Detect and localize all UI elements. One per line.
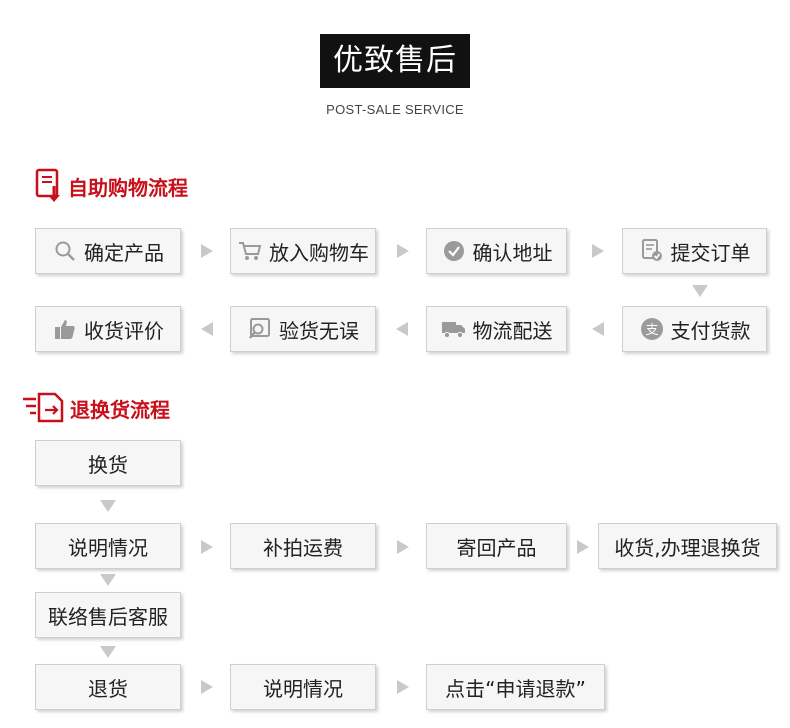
step-label: 确定产品 xyxy=(84,240,164,265)
step-label: 退货 xyxy=(88,676,128,701)
truck-icon xyxy=(441,316,467,342)
step-label: 支付货款 xyxy=(670,318,751,343)
self-service-heading: 自助购物流程 xyxy=(34,168,188,204)
page-title: 优致售后 xyxy=(320,34,470,88)
arrow-left-icon xyxy=(592,322,604,336)
cart-icon xyxy=(237,238,263,264)
step-process-exchange: 收货,办理退换货 xyxy=(598,523,777,569)
arrow-right-icon xyxy=(397,244,409,258)
step-request-refund: 点击“申请退款” xyxy=(426,664,605,710)
step-label: 寄回产品 xyxy=(456,535,537,560)
inspect-package-icon xyxy=(247,316,273,342)
step-contact-service: 联络售后客服 xyxy=(35,592,181,638)
arrow-down-icon xyxy=(100,500,116,512)
step-label: 确认地址 xyxy=(472,240,553,265)
step-label: 点击“申请退款” xyxy=(445,676,586,701)
step-label: 提交订单 xyxy=(670,240,751,265)
step-label: 说明情况 xyxy=(263,676,343,701)
returns-heading-label: 退换货流程 xyxy=(70,397,170,422)
arrow-down-icon xyxy=(692,285,708,297)
alipay-icon: 支 xyxy=(639,316,665,342)
arrow-left-icon xyxy=(201,322,213,336)
fast-document-icon xyxy=(22,391,68,425)
document-check-icon xyxy=(639,238,665,264)
step-return: 退货 xyxy=(35,664,181,710)
arrow-right-icon xyxy=(577,540,589,554)
page-subtitle: POST-SALE SERVICE xyxy=(326,102,464,117)
returns-heading: 退换货流程 xyxy=(22,390,170,426)
svg-text:支: 支 xyxy=(645,323,658,338)
step-explain-return: 说明情况 xyxy=(230,664,376,710)
step-label: 说明情况 xyxy=(68,535,148,560)
search-icon xyxy=(52,238,78,264)
step-add-to-cart: 放入购物车 xyxy=(230,228,376,274)
step-label: 联络售后客服 xyxy=(48,604,168,629)
step-label: 放入购物车 xyxy=(269,240,369,265)
arrow-right-icon xyxy=(397,680,409,694)
step-exchange: 换货 xyxy=(35,440,181,486)
step-pay-shipping: 补拍运费 xyxy=(230,523,376,569)
step-confirm-product: 确定产品 xyxy=(35,228,181,274)
step-label: 补拍运费 xyxy=(263,535,343,560)
step-delivery: 物流配送 xyxy=(426,306,567,352)
step-label: 物流配送 xyxy=(472,318,553,343)
arrow-down-icon xyxy=(100,646,116,658)
step-label: 换货 xyxy=(88,452,128,477)
arrow-right-icon xyxy=(201,540,213,554)
step-label: 收货评价 xyxy=(84,318,164,343)
step-send-back: 寄回产品 xyxy=(426,523,567,569)
document-download-icon xyxy=(34,168,64,204)
arrow-right-icon xyxy=(201,680,213,694)
step-review: 收货评价 xyxy=(35,306,181,352)
self-service-heading-label: 自助购物流程 xyxy=(68,175,188,200)
step-label: 验货无误 xyxy=(279,318,359,343)
step-confirm-address: 确认地址 xyxy=(426,228,567,274)
check-circle-icon xyxy=(441,238,467,264)
step-payment: 支 支付货款 xyxy=(622,306,767,352)
arrow-right-icon xyxy=(592,244,604,258)
step-explain: 说明情况 xyxy=(35,523,181,569)
arrow-down-icon xyxy=(100,574,116,586)
step-inspect: 验货无误 xyxy=(230,306,376,352)
step-submit-order: 提交订单 xyxy=(622,228,767,274)
arrow-right-icon xyxy=(201,244,213,258)
arrow-left-icon xyxy=(396,322,408,336)
arrow-right-icon xyxy=(397,540,409,554)
step-label: 收货,办理退换货 xyxy=(614,535,761,560)
thumbs-up-icon xyxy=(52,316,78,342)
